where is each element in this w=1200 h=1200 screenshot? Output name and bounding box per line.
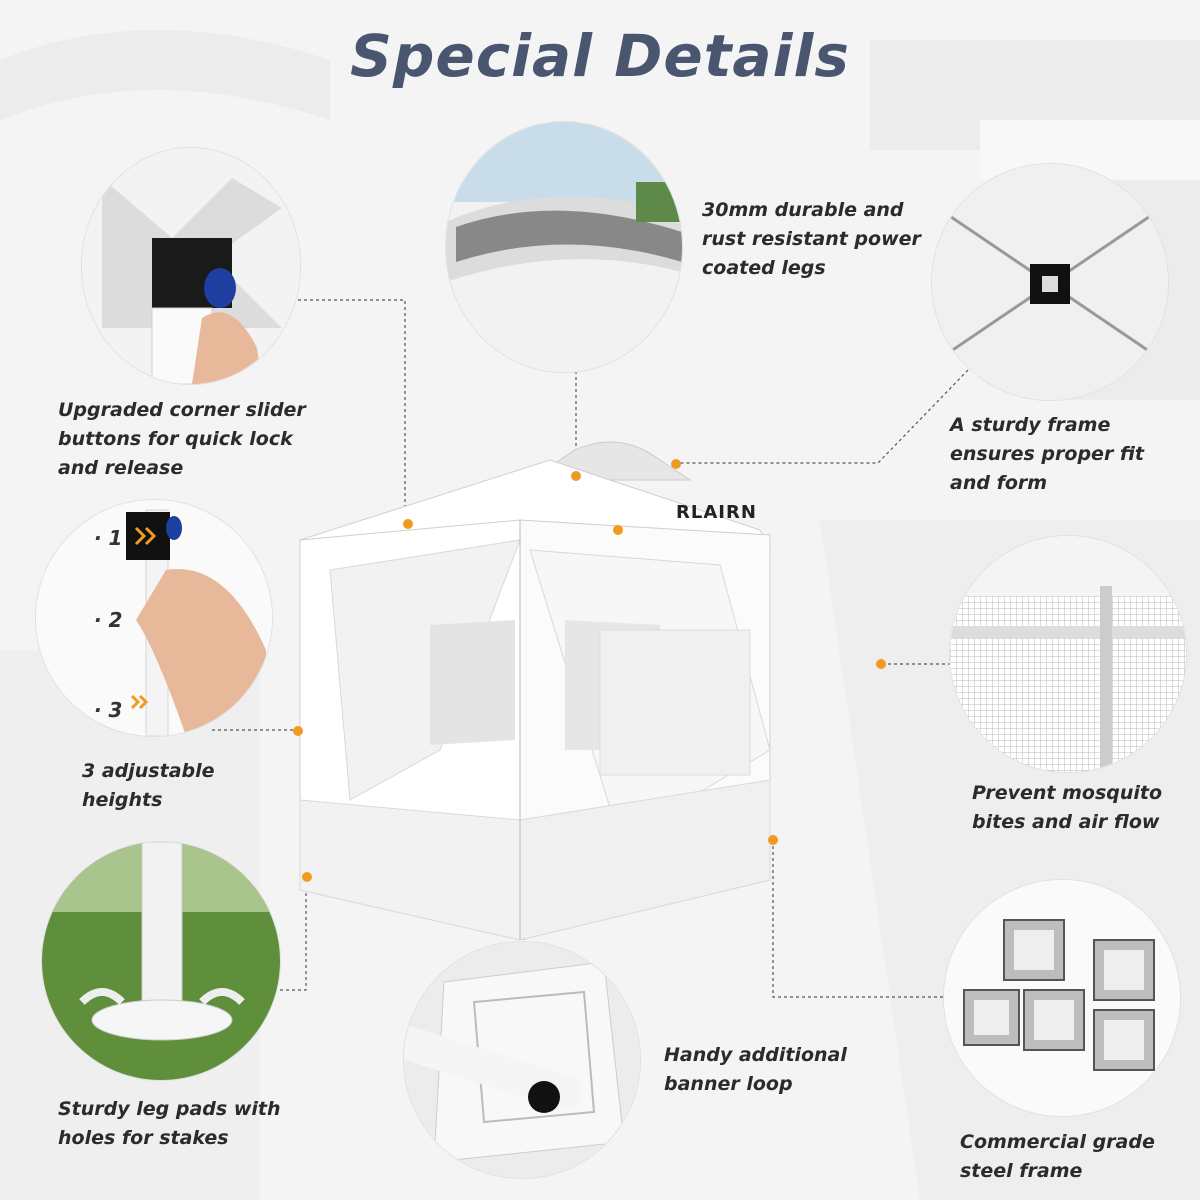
page-title: Special Details [350,22,850,90]
legs-detail-image [446,122,682,372]
height-step-2: · 2 [94,608,123,632]
callout-dot-banner [613,525,623,535]
banner-loop-detail-image [404,942,640,1178]
height-adjust-detail-image [36,500,272,736]
caption-legs: 30mm durable and rust resistant power co… [702,199,921,279]
caption-steel-frame: Commercial grade steel frame [960,1131,1155,1182]
brand-logo: RLAIRN [676,502,757,523]
caption-mosquito: Prevent mosquito bites and air flow [972,782,1163,833]
mosquito-net-detail-image [950,536,1186,772]
corner-slider-detail-image [82,148,300,384]
caption-frame: A sturdy frame ensures proper fit and fo… [950,414,1144,494]
callout-dot-corner [403,519,413,529]
callout-dot-heights [293,726,303,736]
caption-corner-slider: Upgraded corner slider buttons for quick… [58,399,306,479]
callout-dot-mosquito [876,659,886,669]
caption-heights: 3 adjustable heights [82,760,215,811]
caption-banner-loop: Handy additional banner loop [664,1044,847,1095]
callout-dot-frame [671,459,681,469]
callout-dot-legpad [302,872,312,882]
height-step-3: · 3 [94,698,123,722]
callout-dot-top [571,471,581,481]
frame-detail-image [932,164,1168,400]
height-step-1: · 1 [94,526,123,550]
steel-frame-detail-image [944,880,1180,1116]
canopy-tent-image [299,441,771,940]
leg-pad-detail-image [42,842,280,1080]
caption-leg-pads: Sturdy leg pads with holes for stakes [58,1098,281,1149]
callout-dot-steel [768,835,778,845]
